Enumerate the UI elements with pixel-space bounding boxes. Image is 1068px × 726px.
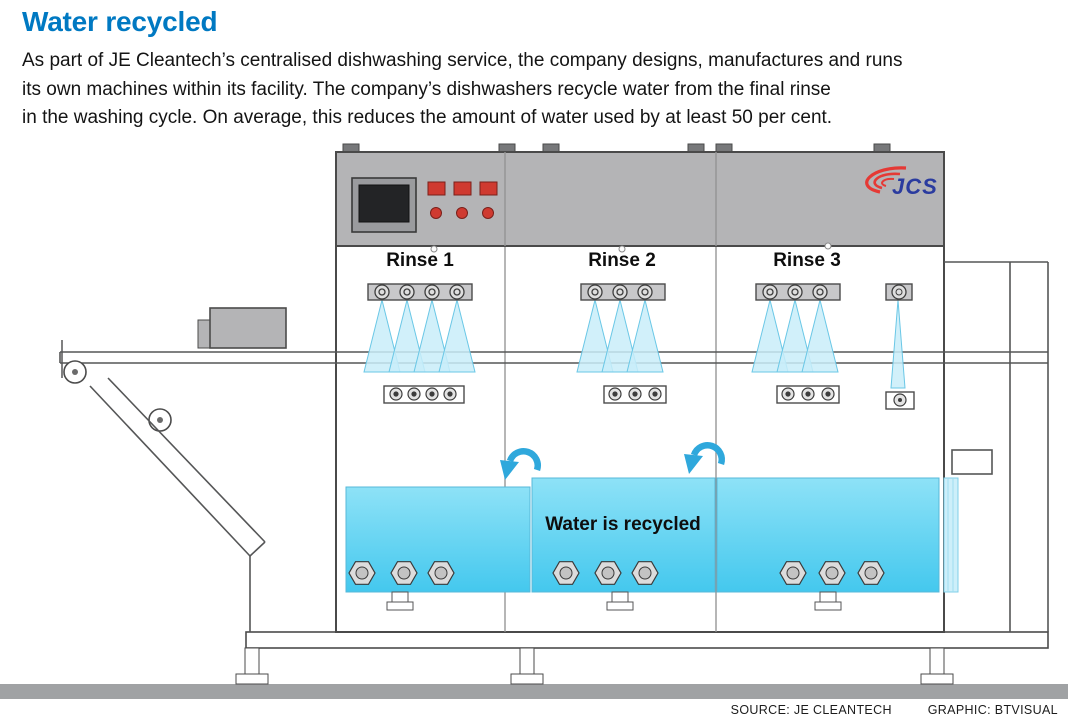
- spray-cone: [890, 299, 906, 389]
- infeed-chute: [89, 377, 266, 632]
- spray-cones: [576, 299, 664, 373]
- tank-nozzle: [552, 561, 580, 585]
- machine-diagram: JCS Rinse 1 Rinse 2 Rinse 3: [0, 143, 1068, 699]
- cabinet-panel: [335, 151, 945, 247]
- floor: [0, 684, 1068, 699]
- vent-dot: [618, 245, 626, 253]
- logo-text: JCS: [892, 174, 938, 199]
- tank-nozzle: [818, 561, 846, 585]
- display-screen: [358, 184, 410, 223]
- spray-assembly-rinse-3: [751, 283, 841, 404]
- spray-nozzles: [762, 284, 828, 300]
- top-cabinet: JCS: [335, 143, 945, 247]
- tank-nozzle: [427, 561, 455, 585]
- exit-frame: [944, 261, 1049, 632]
- desc-line: As part of JE Cleantech’s centralised di…: [22, 50, 903, 71]
- tank-nozzle: [348, 561, 376, 585]
- infeed-conveyor: [61, 307, 287, 632]
- jcs-logo: JCS: [865, 166, 938, 199]
- final-rinse-nozzle: [885, 283, 915, 410]
- spray-nozzles-bottom: [389, 387, 457, 401]
- intro-paragraph: As part of JE Cleantech’s centralised di…: [22, 47, 1052, 133]
- rinse-3-label: Rinse 3: [773, 250, 841, 271]
- graphic-credit: GRAPHIC: BTVISUAL: [927, 703, 1058, 717]
- tank-nozzle: [631, 561, 659, 585]
- vent-dot: [430, 245, 438, 253]
- credits: SOURCE: JE CLEANTECH GRAPHIC: BTVISUAL: [731, 703, 1058, 717]
- spray-assembly-rinse-2: [576, 283, 667, 404]
- desc-line: its own machines within its facility. Th…: [22, 78, 831, 100]
- infeed-cover: [209, 307, 287, 349]
- spray-assembly-rinse-1: [363, 283, 476, 404]
- tank-drain: [386, 591, 842, 611]
- tank-nozzle: [390, 561, 418, 585]
- conveyor-rails: [59, 351, 1048, 364]
- spray-nozzles: [587, 284, 653, 300]
- machine-leg: [235, 647, 269, 685]
- rinse-1-label: Rinse 1: [386, 250, 454, 271]
- logo-swoosh-icon: [865, 166, 907, 194]
- spray-bar-bottom: [383, 385, 465, 404]
- spray-cones: [751, 299, 839, 373]
- indicator-lights: [430, 207, 494, 219]
- water-tanks: Water is recycled: [345, 477, 959, 611]
- tank-nozzle: [857, 561, 885, 585]
- machine-leg: [920, 647, 954, 685]
- base-bar: [245, 631, 1049, 649]
- desc-line: in the washing cycle. On average, this r…: [22, 107, 833, 128]
- exit-panel-box: [951, 449, 993, 475]
- spray-nozzles: [374, 284, 465, 300]
- control-switches: [427, 181, 498, 196]
- rinse-2-label: Rinse 2: [588, 250, 656, 271]
- machine-leg: [510, 647, 544, 685]
- tank-nozzle: [594, 561, 622, 585]
- spray-cones: [363, 299, 476, 373]
- tank-hatch: [943, 477, 959, 593]
- spray-bar-top: [367, 283, 473, 301]
- water-recycled-label: Water is recycled: [545, 514, 701, 535]
- spray-nozzles-bottom: [608, 387, 662, 401]
- spray-nozzles-bottom: [781, 387, 835, 401]
- source-credit: SOURCE: JE CLEANTECH: [730, 703, 892, 717]
- vent-dot: [824, 242, 832, 250]
- page-title: Water recycled: [22, 6, 218, 37]
- control-panel: [351, 177, 498, 233]
- tank-nozzle: [779, 561, 807, 585]
- machine-base: [235, 631, 1049, 685]
- header: Water recycled As part of JE Cleantech’s…: [22, 2, 1052, 133]
